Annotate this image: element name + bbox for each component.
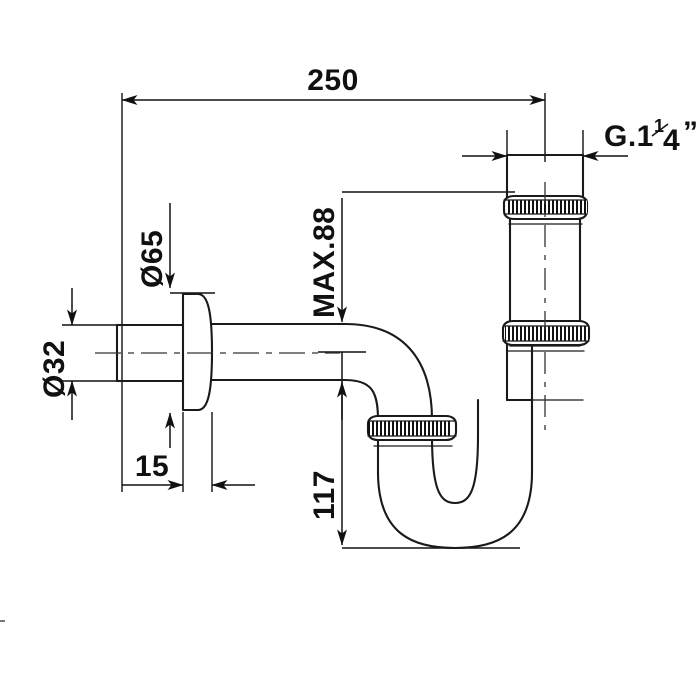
dimension-flange-depth: 15	[122, 412, 255, 490]
knurled-nut-upper	[502, 194, 589, 225]
knurled-nut-middle	[501, 319, 591, 352]
knurled-nut-lower	[366, 414, 458, 447]
dimension-inlet-diameter: Ø32	[38, 288, 77, 420]
dimension-max-height-label: MAX.88	[308, 207, 341, 318]
horizontal-run	[203, 322, 347, 382]
dimension-inlet-diameter-label: Ø32	[38, 340, 71, 398]
dimension-flange-depth-label: 15	[135, 450, 169, 483]
dimension-trap-depth-label: 117	[308, 470, 341, 520]
knurl-texture-middle	[505, 326, 589, 341]
thread-size-suffix: ”	[683, 116, 699, 149]
thread-size-denominator: 4	[663, 124, 680, 157]
dimension-250-label: 250	[307, 64, 359, 97]
wall-flange	[181, 292, 214, 412]
dimension-250: 250	[121, 64, 546, 105]
center-lines	[95, 182, 546, 430]
u-bend	[376, 398, 534, 550]
knurl-texture-upper	[507, 200, 587, 214]
dimension-flange-diameter-label: Ø65	[136, 230, 169, 288]
dimension-trap-depth: 117	[308, 352, 347, 546]
dimension-flange-diameter: Ø65	[136, 203, 175, 289]
dimension-thread-size: G.1 1 4 ”	[462, 116, 699, 161]
thread-size-prefix: G.1	[604, 120, 654, 153]
thread-size-numerator: 1	[654, 116, 664, 136]
trap-elbow	[343, 322, 434, 422]
knurl-texture-lower	[368, 421, 452, 436]
dimension-max-height: MAX.88	[308, 198, 366, 420]
